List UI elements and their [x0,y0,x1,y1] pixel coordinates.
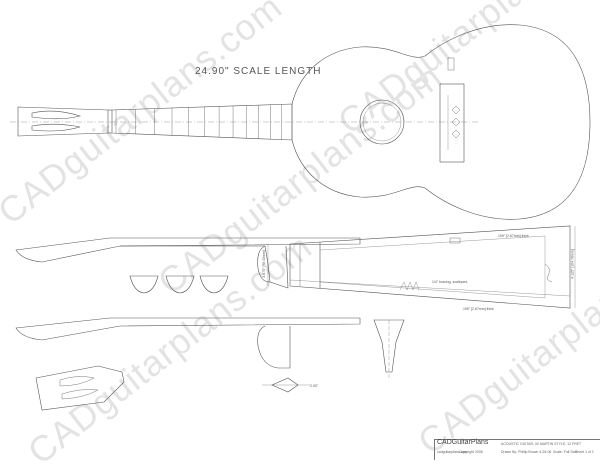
scale-length-title: 24.90" SCALE LENGTH [195,66,322,77]
neck-side-view-1 [15,237,361,263]
title-block-description: ACOUSTIC GUITAR, 00 MARTIN STYLE, 12 FRE… [501,442,582,446]
neck-profile-2 [165,275,195,294]
heel-end-view [373,319,405,373]
neck-profile-3 [199,275,229,294]
dim-back-thickness: .105" [2.67mm] thick [462,307,494,311]
title-block-copyright: Copyright 2006 [459,450,483,454]
bridge [439,83,465,163]
neck-side-view-2 [15,317,361,341]
title-block-logo: CADGuitarPlans [437,439,489,446]
title-block: CADGuitarPlans cadguitarplans.com Copyri… [434,439,600,460]
dim-top-thickness: .105" [2.67mm] thick [497,234,529,238]
body-side-view [289,225,571,309]
dim-neck-angle: 2.00" [310,384,319,388]
dim-body-depth-lower: 4.125" [104.78mm] [570,249,575,279]
guitar-body-outline [291,24,591,220]
dim-bracing: 1/4" bracing, scalloped [432,280,468,284]
dim-body-depth-upper: 3.875" [98.43mm] [261,250,266,278]
title-block-website: cadguitarplans.com [437,450,468,454]
title-block-scale: Scale: Full Size [553,450,578,454]
guitar-drawing [10,24,591,411]
headstock-top-view [17,106,109,137]
headstock-detail [35,365,125,411]
neck-profile-1 [129,275,159,294]
title-block-sheet: Sheet 1 of 1 [575,450,594,454]
soundhole [359,99,405,145]
title-block-drawn-by: Drawn By: Phillip Brown 4-26-06 [501,450,552,454]
